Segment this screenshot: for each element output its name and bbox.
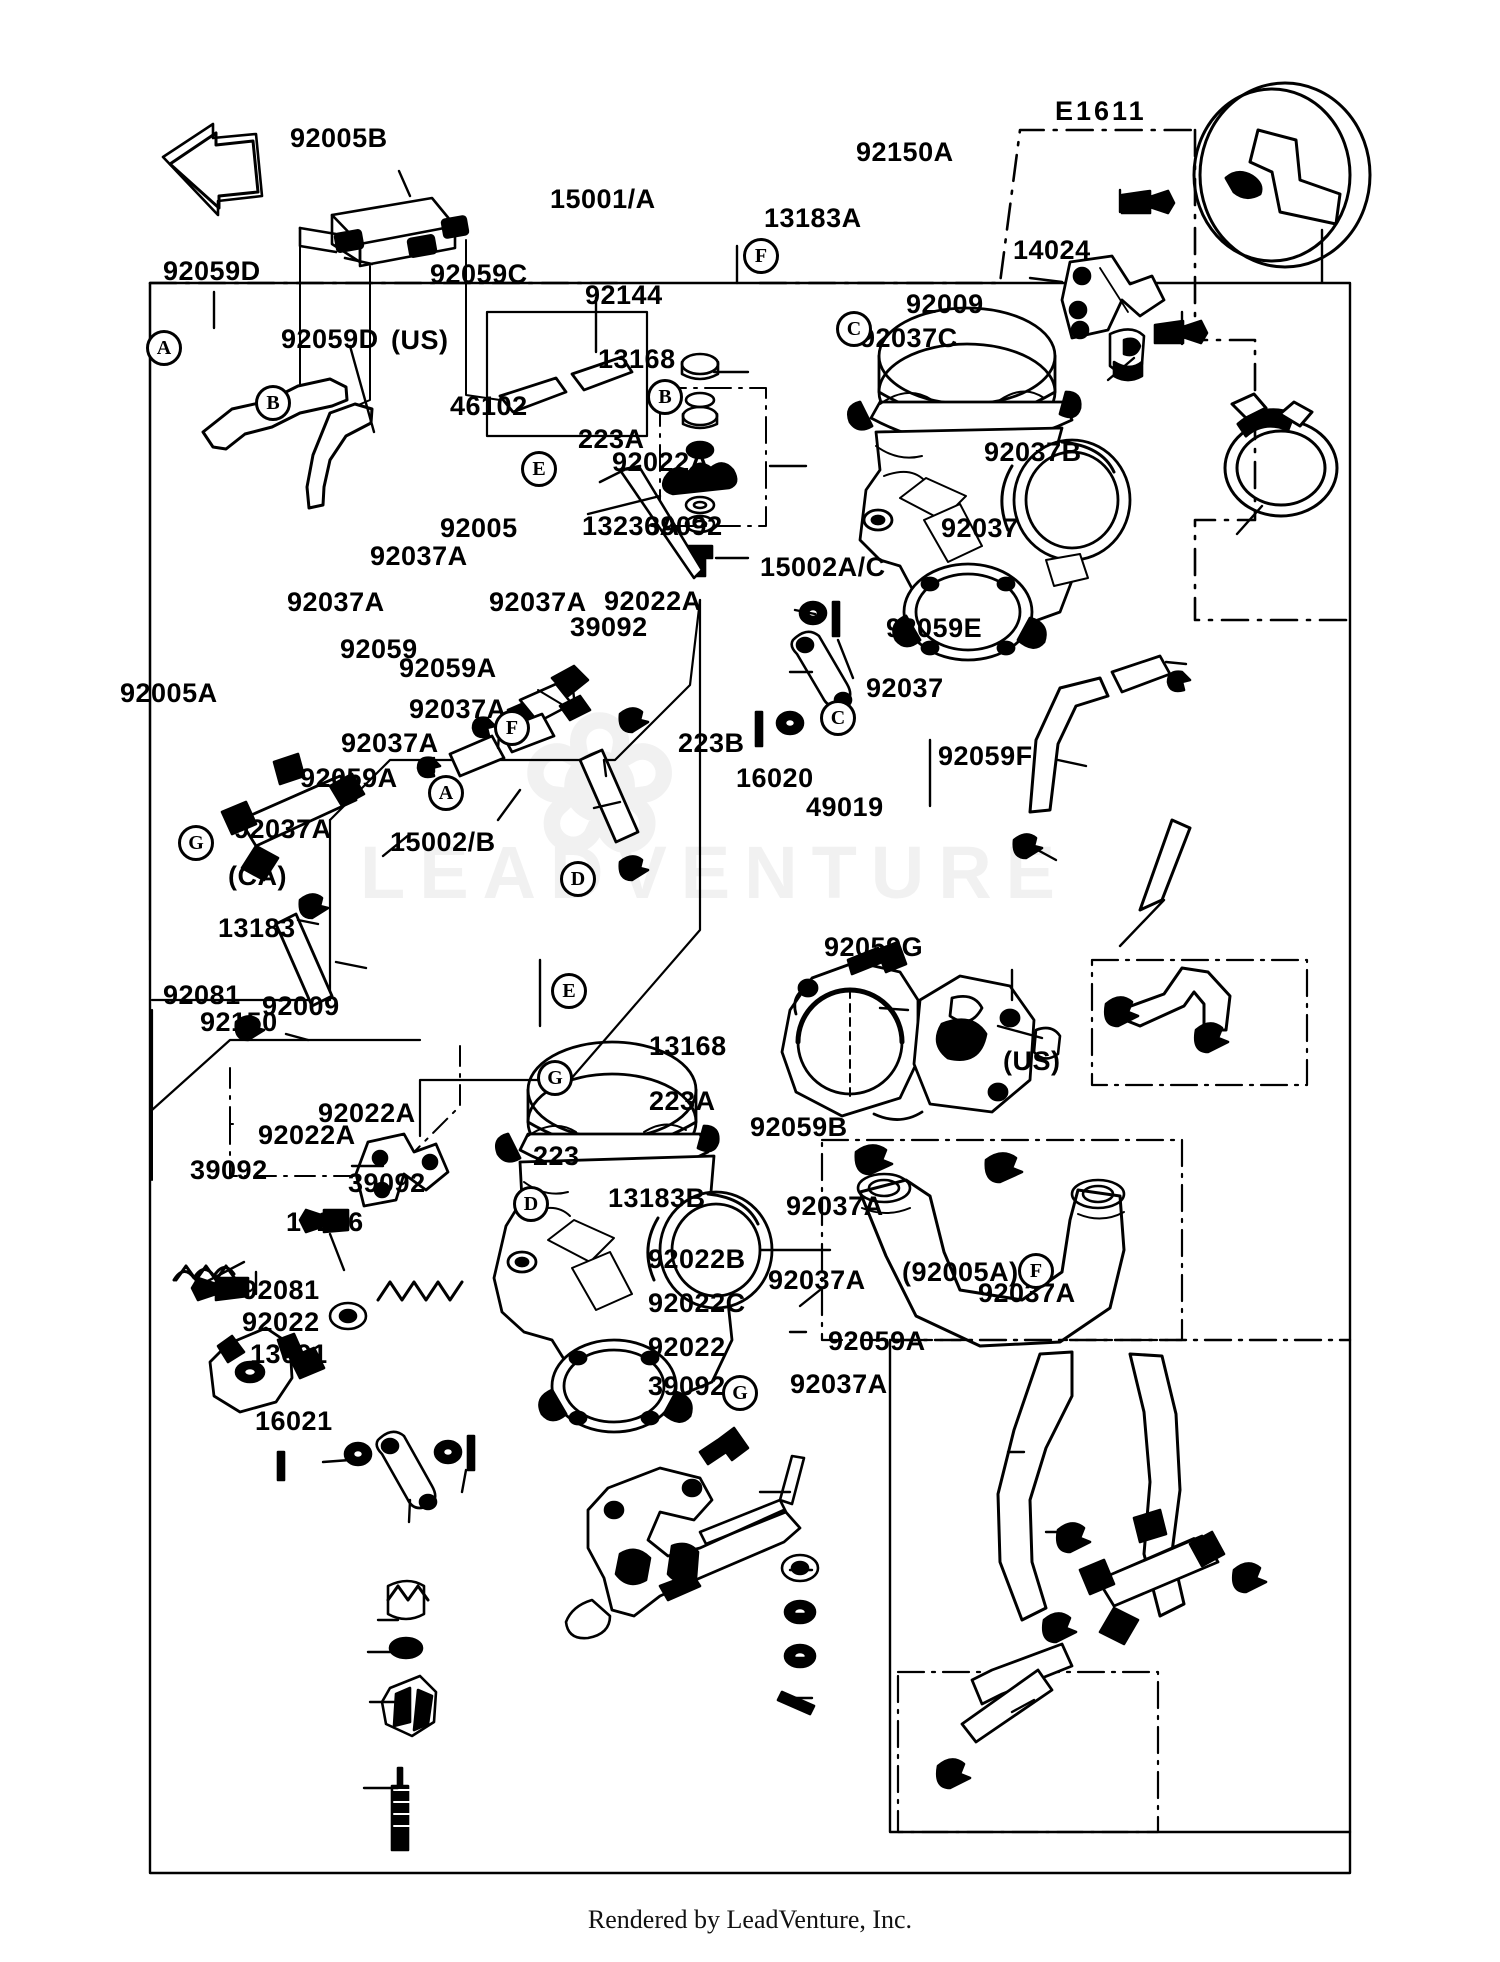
callout-223B: 223B	[678, 728, 745, 758]
callout-13168-2: 13168	[649, 1031, 727, 1061]
callout-92037-1: 92037	[941, 513, 1019, 543]
callout-92037B: 92037B	[984, 437, 1082, 467]
callout-39092-5: 39092	[648, 1371, 726, 1401]
callout-13236: 13236	[286, 1207, 364, 1237]
callout-92059D-2: 92059D	[281, 324, 379, 354]
ref-circle-E-2: E	[551, 973, 587, 1009]
callout-92037A-3: 92037A	[489, 587, 587, 617]
callout-223A-2: 223A	[649, 1086, 716, 1116]
callout-92037A-8: 92037A	[768, 1265, 866, 1295]
callout-92022A-2: 92022A	[604, 586, 702, 616]
callout-15001A: 15001/A	[550, 184, 656, 214]
callout-14024: 14024	[1013, 235, 1091, 265]
callout-39092-2: 39092	[570, 612, 648, 642]
callout-13091: 13091	[250, 1339, 328, 1369]
ref-circle-F-1: F	[743, 238, 779, 274]
callout-223: 223	[533, 1141, 580, 1171]
callout-92005: 92005	[440, 513, 518, 543]
callout-13183B: 13183B	[608, 1183, 706, 1213]
ref-circle-G-1: G	[178, 825, 214, 861]
callout-39092-1: 39092	[645, 511, 723, 541]
callout-92037A-5: 92037A	[341, 728, 439, 758]
callout-15002AC: 15002A/C	[760, 552, 886, 582]
ref-circle-D-2: D	[513, 1186, 549, 1222]
ref-circle-C-1: C	[836, 311, 872, 347]
callout-92059B: 92059B	[750, 1112, 848, 1142]
callout-39092-3: 39092	[190, 1155, 268, 1185]
ref-circle-B-1: B	[255, 385, 291, 421]
callout-15002B: 15002/B	[390, 827, 496, 857]
ref-circle-C-2: C	[820, 700, 856, 736]
callout-E1611: E1611	[1055, 96, 1147, 126]
callout-92022A-4: 92022A	[258, 1120, 356, 1150]
callout-92037A-1: 92037A	[370, 541, 468, 571]
callout-13183: 13183	[218, 913, 296, 943]
region-tag-ca: (CA)	[228, 861, 287, 891]
ref-circle-B-2: B	[647, 379, 683, 415]
callout-92059A-3: 92059A	[828, 1326, 926, 1356]
callout-92037A-7: 92037A	[786, 1191, 884, 1221]
callout-92150: 92150	[200, 1007, 278, 1037]
ref-circle-A-1: A	[146, 330, 182, 366]
render-credit-footer: Rendered by LeadVenture, Inc.	[587, 1905, 913, 1934]
callout-92009-2: 92009	[262, 991, 340, 1021]
callout-92059D-1: 92059D	[163, 256, 261, 286]
callout-46102: 46102	[450, 391, 528, 421]
callout-92005B: 92005B	[290, 123, 388, 153]
callout-92150A: 92150A	[856, 137, 954, 167]
region-tag-us-bottom: (US)	[1003, 1046, 1061, 1076]
callout-92022-2: 92022	[648, 1332, 726, 1362]
callout-92144: 92144	[585, 280, 663, 310]
callout-92037A-4: 92037A	[409, 694, 507, 724]
callout-92037A-2: 92037A	[287, 587, 385, 617]
region-tag-92005A: (92005A)	[902, 1257, 1019, 1287]
callout-16020: 16020	[736, 763, 814, 793]
callout-223A-1: 223A	[578, 424, 645, 454]
callout-92059: 92059	[340, 634, 418, 664]
callout-92022A-3: 92022A	[318, 1098, 416, 1128]
callout-92037A-10: 92037A	[790, 1369, 888, 1399]
callout-92037A-6: 92037A	[234, 814, 332, 844]
callout-92059A-1: 92059A	[399, 653, 497, 683]
callout-92037C: 92037C	[860, 323, 958, 353]
callout-92059F: 92059F	[938, 741, 1033, 771]
callout-92022B: 92022B	[648, 1244, 746, 1274]
callout-92005A-1: 92005A	[120, 678, 218, 708]
callout-13236A: 13236A	[582, 511, 680, 541]
callout-92022-1: 92022	[242, 1307, 320, 1337]
callout-92059C: 92059C	[430, 259, 528, 289]
callout-92037-2: 92037	[866, 673, 944, 703]
callout-92009: 92009	[906, 289, 984, 319]
ref-circle-F-3: F	[1018, 1253, 1054, 1289]
ref-circle-G-3: G	[722, 1375, 758, 1411]
callout-92059A-2: 92059A	[300, 763, 398, 793]
callout-92022A-1: 92022A	[612, 447, 710, 477]
region-tag-us-top: (US)	[391, 325, 449, 355]
callout-49019: 49019	[806, 792, 884, 822]
ref-circle-A-2: A	[428, 775, 464, 811]
ref-circle-D-1: D	[560, 861, 596, 897]
callout-13168-1: 13168	[598, 344, 676, 374]
ref-circle-F-2: F	[494, 710, 530, 746]
callout-92022C: 92022C	[648, 1288, 746, 1318]
callout-92081-2: 92081	[242, 1275, 320, 1305]
ref-circle-E-1: E	[521, 451, 557, 487]
callout-92059G: 92059G	[824, 932, 924, 962]
callout-92059E: 92059E	[886, 613, 983, 643]
callout-13183A: 13183A	[764, 203, 862, 233]
callout-39092-4: 39092	[348, 1168, 426, 1198]
callout-16021: 16021	[255, 1406, 333, 1436]
callout-92081-1: 92081	[163, 980, 241, 1010]
ref-circle-G-2: G	[537, 1060, 573, 1096]
